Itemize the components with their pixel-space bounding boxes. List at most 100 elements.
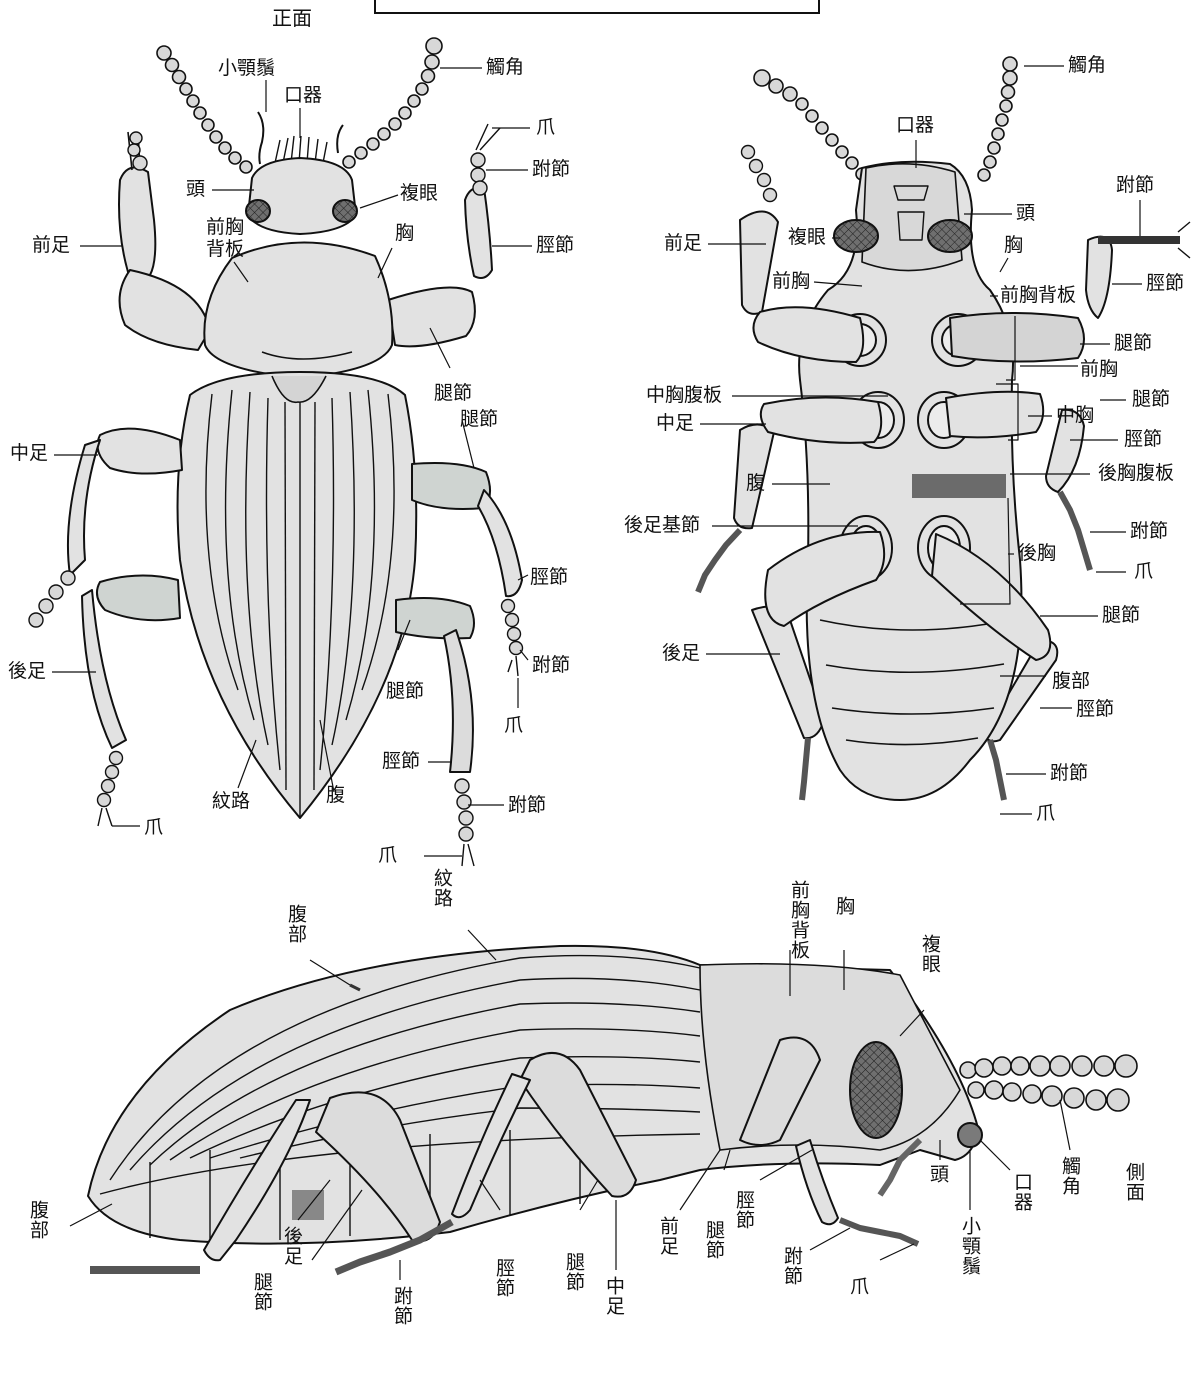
side-view-title: 側面 (1124, 1162, 1143, 1202)
side-label-hindleg: 後足 (282, 1226, 301, 1266)
ventral-label-claw-hind: 爪 (1036, 804, 1055, 823)
side-compound-eye (850, 1042, 902, 1138)
ventral-label-tarsus-mid: 跗節 (1130, 522, 1168, 541)
ventral-label-femur-hind: 腿節 (1102, 606, 1140, 625)
front-pronotum (204, 242, 392, 378)
side-label-striae: 紋路 (432, 868, 451, 908)
ventral-label-mesothorax: 中胸 (1056, 406, 1094, 425)
ventral-metasternum-patch (912, 474, 1006, 498)
label-femur-hind: 腿節 (386, 682, 424, 701)
side-label-femur-mid: 腿節 (564, 1252, 583, 1292)
ventral-label-compound-eye: 複眼 (788, 228, 826, 247)
ventral-forefemur-left (753, 307, 863, 362)
ventral-label-tarsus-top: 跗節 (1116, 176, 1154, 195)
ventral-label-femur-mid: 腿節 (1132, 390, 1170, 409)
label-mouthparts: 口器 (284, 86, 322, 105)
label-tibia-hind: 脛節 (382, 752, 420, 771)
ventral-eye-left (834, 220, 878, 252)
front-midfemur-right (412, 463, 490, 509)
ventral-label-tibia-hind: 脛節 (1076, 700, 1114, 719)
front-midtibia-left (68, 440, 100, 575)
label-hindleg: 後足 (8, 662, 46, 681)
front-midfemur-left (98, 429, 182, 474)
ventral-label-metasternum: 後胸腹板 (1098, 464, 1174, 483)
label-femur-mid: 腿節 (460, 410, 498, 429)
label-tarsus-top: 跗節 (532, 160, 570, 179)
label-head: 頭 (186, 180, 205, 199)
front-head (248, 158, 356, 234)
front-view-beetle (29, 38, 523, 866)
side-label-abdomen-bottom: 腹部 (28, 1200, 47, 1240)
front-view-title: 正面 (272, 8, 312, 28)
side-label-antenna: 觸角 (1060, 1156, 1079, 1196)
front-eye-left (246, 200, 270, 222)
side-dark-patch (292, 1190, 324, 1220)
ventral-label-thorax: 胸 (1004, 236, 1023, 255)
side-label-femur-hind: 腿節 (252, 1272, 271, 1312)
ventral-label-prothorax-left: 前胸 (772, 272, 810, 291)
front-forefemur-right (388, 288, 475, 347)
side-label-head: 頭 (928, 1164, 947, 1184)
side-label-tarsus-hind: 跗節 (392, 1286, 411, 1326)
label-thorax: 胸 (395, 224, 414, 243)
label-claw-hind-left: 爪 (144, 818, 163, 837)
front-palp-right (337, 125, 343, 153)
front-foreleg-right-tibia (465, 188, 492, 279)
ventral-foretibia-right (1086, 237, 1112, 318)
side-label-maxillary-palp: 小顎鬚 (960, 1216, 979, 1276)
label-tibia-top: 脛節 (536, 236, 574, 255)
front-foreleg-left-tibia (119, 168, 155, 277)
front-hindfemur-right (396, 598, 474, 638)
ventral-label-hind-coxa: 後足基節 (624, 516, 700, 535)
ventral-label-pronotum: 前胸背板 (1000, 286, 1076, 305)
side-label-compound-eye: 複眼 (920, 934, 939, 974)
front-hindtibia-right (444, 630, 473, 772)
label-tarsus-hind: 跗節 (508, 796, 546, 815)
side-label-tarsus-fore: 跗節 (782, 1246, 801, 1286)
front-hindfemur-left (97, 575, 180, 620)
label-claw-mid: 爪 (504, 716, 523, 735)
side-label-pronotum: 前胸背板 (764, 880, 808, 960)
ventral-label-abdomen: 腹部 (1052, 672, 1090, 691)
front-eye-right (333, 200, 357, 222)
side-mouthparts (958, 1123, 982, 1147)
side-label-abdomen-top: 腹部 (286, 904, 305, 944)
ventral-label-tibia-mid: 脛節 (1124, 430, 1162, 449)
label-femur-fore: 腿節 (434, 384, 472, 403)
label-compound-eye: 複眼 (400, 184, 438, 203)
ventral-foretibia-left (740, 211, 778, 313)
ventral-midfemur-left (761, 397, 881, 442)
front-forefemur-left (120, 270, 210, 350)
ventral-label-metathorax: 後胸 (1018, 544, 1056, 563)
side-label-tibia-fore: 脛節 (734, 1190, 753, 1230)
ventral-label-tarsus-hind: 跗節 (1050, 764, 1088, 783)
ventral-midfemur-right (946, 392, 1043, 438)
side-label-foreleg: 前足 (658, 1216, 677, 1256)
label-abdomen: 腹 (326, 786, 345, 805)
side-pronotum-head (700, 964, 960, 1150)
label-claw-top: 爪 (536, 118, 555, 137)
ventral-label-mouthparts: 口器 (896, 116, 934, 135)
side-antennae (960, 1055, 1137, 1111)
side-label-femur-fore: 腿節 (704, 1220, 723, 1260)
ventral-forefemur-right (950, 313, 1084, 362)
ventral-label-tibia-top: 脛節 (1146, 274, 1184, 293)
label-tarsus-mid: 跗節 (532, 656, 570, 675)
label-maxillary-palp: 小顎鬚 (218, 59, 275, 78)
ventral-label-head: 頭 (1016, 204, 1035, 223)
side-label-thorax: 胸 (834, 896, 853, 916)
label-striae: 紋路 (212, 792, 250, 811)
ventral-label-claw-mid: 爪 (1134, 562, 1153, 581)
label-pronotum-2: 背板 (206, 240, 244, 259)
front-midtibia-right (478, 490, 522, 596)
ventral-view-beetle (698, 57, 1190, 800)
front-palp-left (258, 112, 263, 164)
label-foreleg: 前足 (32, 236, 70, 255)
side-label-mouthparts: 口器 (1012, 1172, 1031, 1212)
ventral-label-prothorax-right: 前胸 (1080, 360, 1118, 379)
side-foretarsus (840, 1220, 918, 1244)
side-label-claw: 爪 (848, 1276, 867, 1296)
label-claw-hind-right: 爪 (378, 846, 397, 865)
ventral-label-midleg: 中足 (656, 414, 694, 433)
